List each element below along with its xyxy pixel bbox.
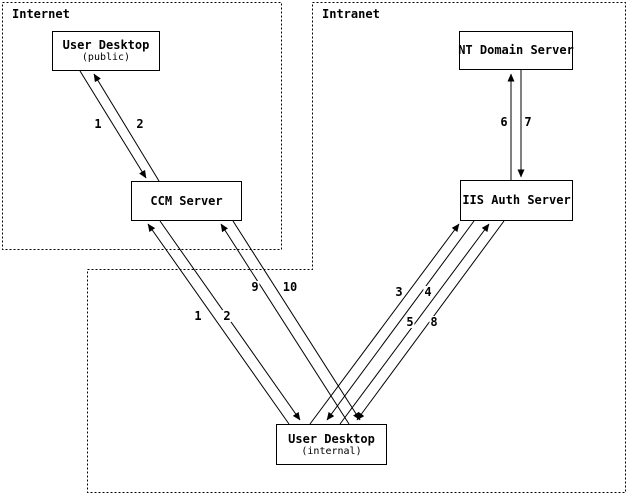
flow-label-1-internal: 1 bbox=[193, 309, 203, 323]
node-nt-domain-server: NT Domain Server bbox=[458, 31, 574, 70]
arrow-9-internal-desktop-to-ccm bbox=[220, 223, 350, 425]
arrow-3-internal-desktop-to-iis bbox=[309, 223, 460, 425]
node-title: IIS Auth Server bbox=[462, 193, 571, 207]
flow-label-9: 9 bbox=[250, 280, 260, 294]
arrow-1-internal-desktop-to-ccm bbox=[147, 223, 290, 425]
flow-label-2-internal: 2 bbox=[222, 309, 232, 323]
flow-label-4: 4 bbox=[423, 285, 433, 299]
flow-label-2-public: 2 bbox=[135, 117, 145, 131]
arrow-10-ccm-to-internal-desktop bbox=[232, 220, 361, 421]
node-user-desktop-public: User Desktop (public) bbox=[52, 31, 160, 71]
flow-label-6: 6 bbox=[499, 115, 509, 129]
intranet-zone-border bbox=[87, 2, 626, 493]
internet-zone-border bbox=[2, 2, 282, 250]
node-subtitle: (public) bbox=[81, 52, 131, 63]
arrow-4-iis-to-internal-desktop bbox=[326, 220, 475, 421]
arrow-2-ccm-to-public-desktop bbox=[93, 73, 160, 182]
node-subtitle: (internal) bbox=[301, 445, 362, 457]
flow-label-5: 5 bbox=[405, 315, 415, 329]
node-title: User Desktop bbox=[288, 431, 375, 446]
intranet-zone-label: Intranet bbox=[322, 7, 380, 21]
flow-label-3: 3 bbox=[394, 285, 404, 299]
node-user-desktop-internal: User Desktop (internal) bbox=[276, 424, 387, 465]
node-title: User Desktop bbox=[62, 38, 150, 52]
node-iis-auth-server: IIS Auth Server bbox=[460, 180, 573, 221]
internet-zone-label: Internet bbox=[12, 7, 70, 21]
flow-label-8: 8 bbox=[429, 315, 439, 329]
flow-label-10: 10 bbox=[281, 280, 299, 294]
node-title: NT Domain Server bbox=[458, 43, 574, 57]
arrow-1-public-desktop-to-ccm bbox=[79, 70, 147, 179]
flow-label-7: 7 bbox=[523, 115, 533, 129]
node-ccm-server: CCM Server bbox=[131, 181, 242, 221]
node-title: CCM Server bbox=[150, 193, 223, 208]
flow-label-1-public: 1 bbox=[93, 117, 103, 131]
